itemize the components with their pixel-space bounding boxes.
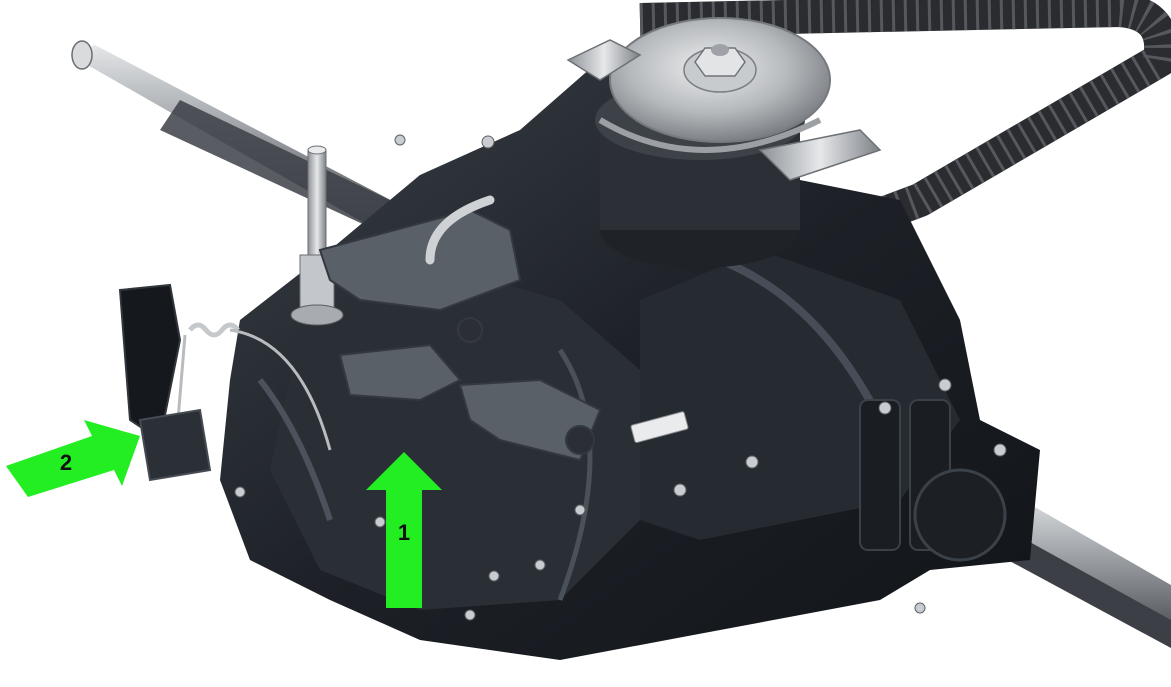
input-shaft: [290, 145, 344, 326]
left-axle-shaft: [70, 40, 400, 232]
callout-2: 2: [6, 420, 140, 497]
right-arrow-icon: [6, 420, 140, 497]
gearbox-housing: [220, 60, 1040, 660]
control-lever-arm: [318, 208, 602, 462]
up-arrow-icon: [366, 452, 442, 608]
drive-pulley: [595, 17, 831, 268]
callout-1: 1: [366, 452, 442, 608]
serial-label: [630, 411, 689, 443]
tension-bracket: [566, 39, 882, 181]
breather-pipe: [425, 195, 495, 265]
callout-2-label: 2: [60, 450, 72, 475]
callout-1-label: 1: [398, 520, 410, 545]
return-spring: [176, 322, 332, 451]
drive-belt: [639, 0, 1171, 276]
housing-bolts: [234, 134, 1007, 621]
side-cover-plate: [118, 283, 212, 482]
